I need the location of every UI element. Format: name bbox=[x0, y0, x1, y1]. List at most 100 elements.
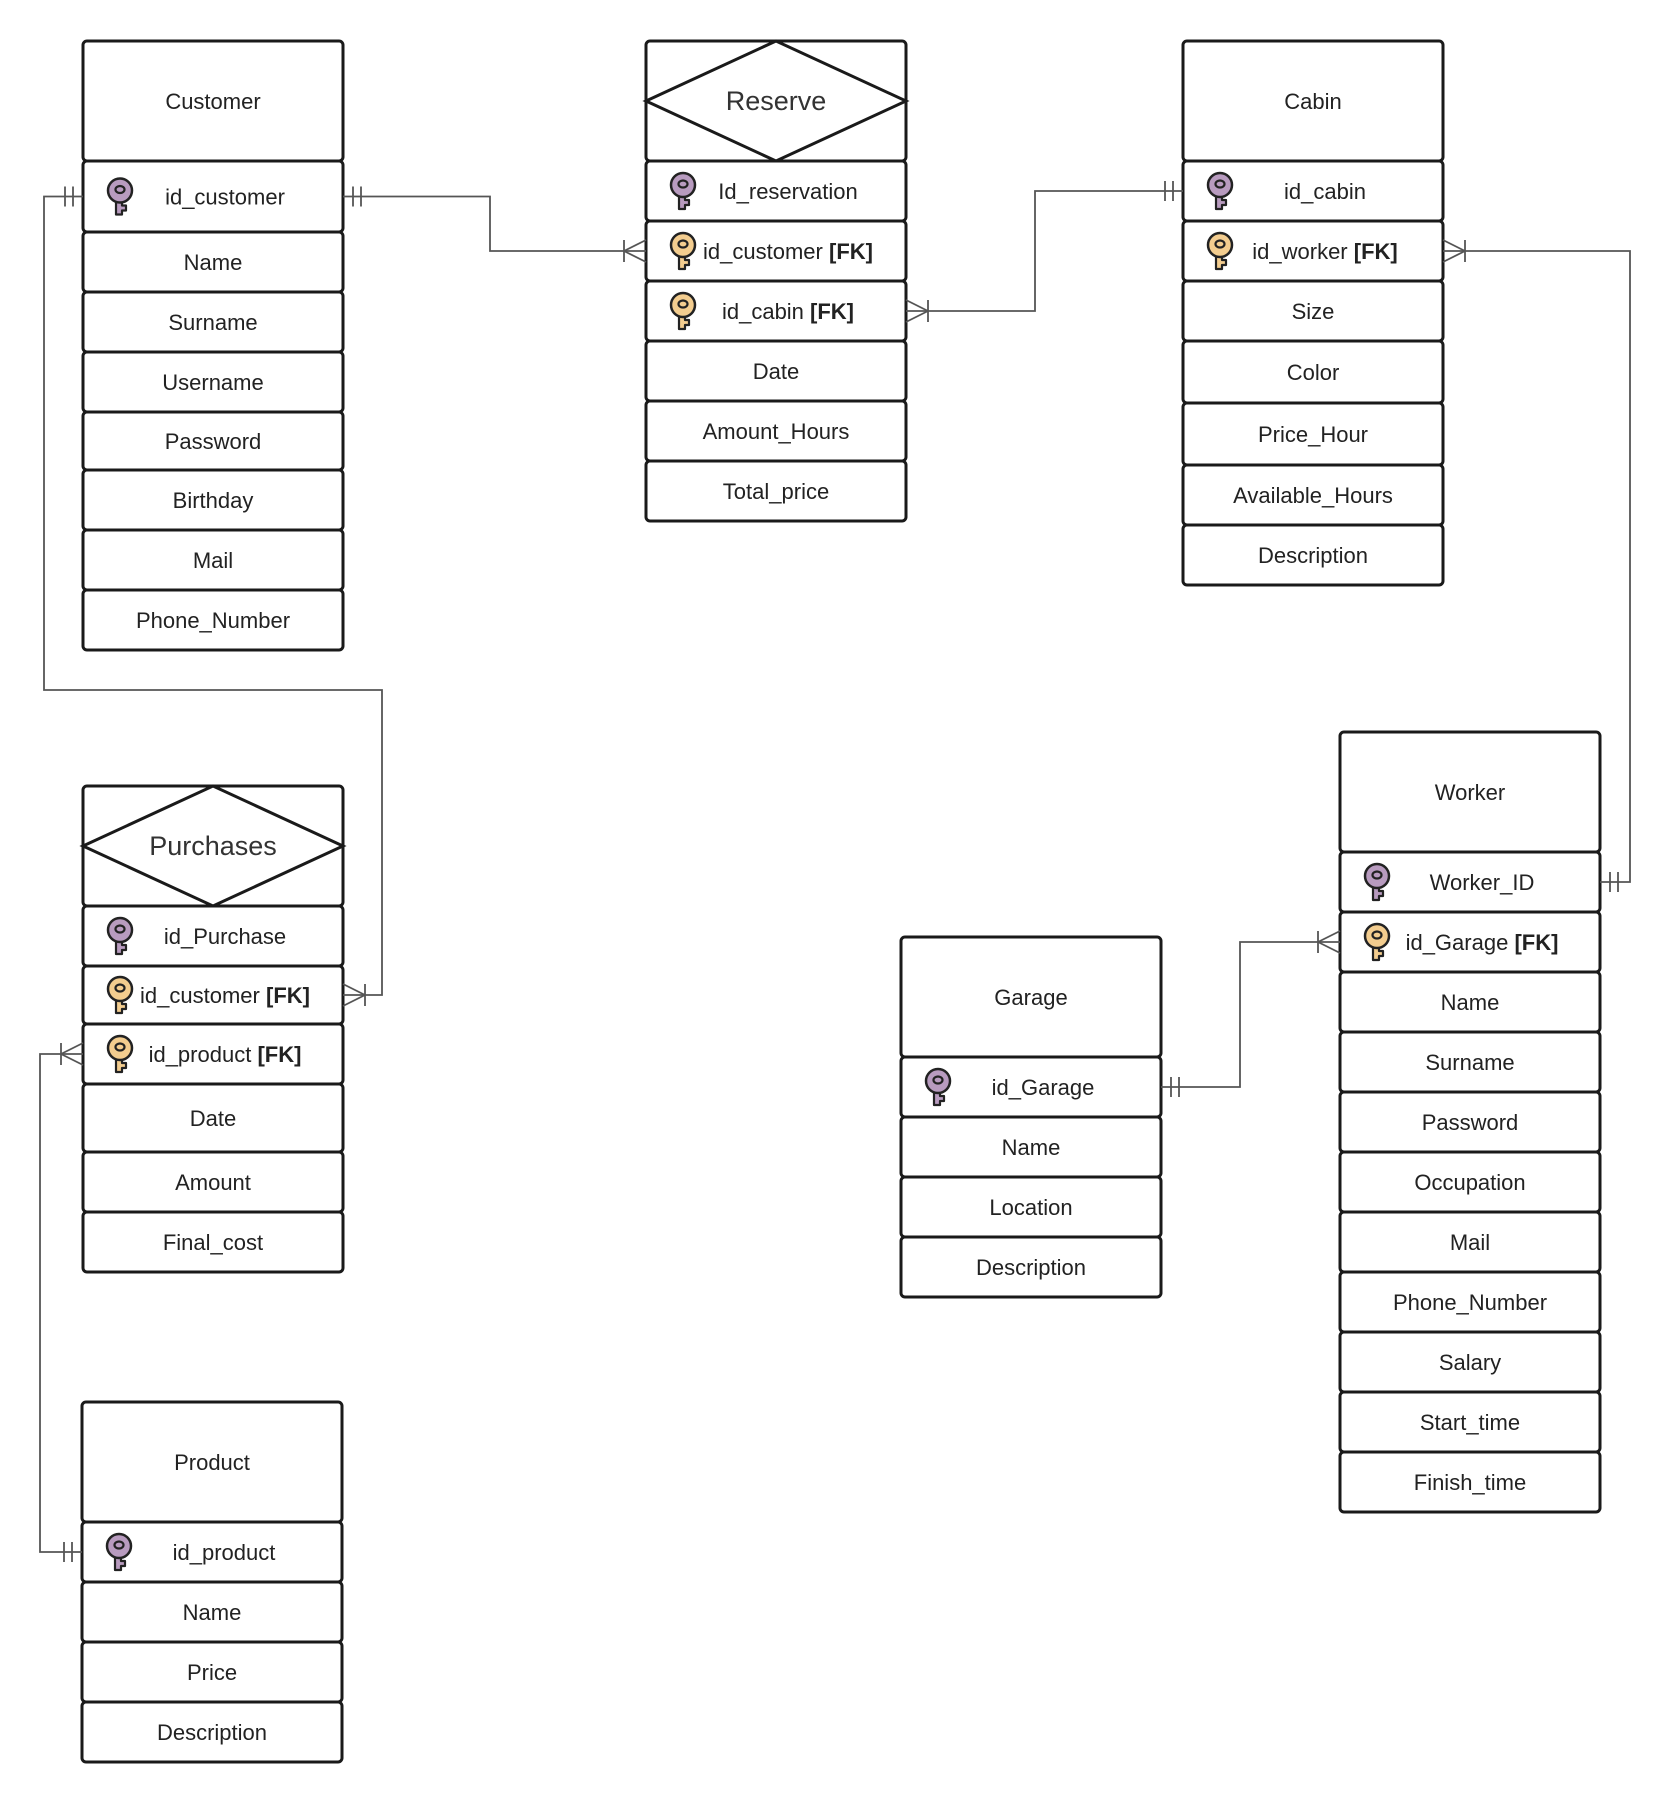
field-name: Available_Hours bbox=[1233, 483, 1393, 508]
fk-marker: [FK] bbox=[251, 1042, 301, 1067]
cabin-field-id-cabin[interactable]: id_cabin bbox=[1181, 159, 1445, 223]
customer-field-name[interactable]: Name bbox=[81, 230, 345, 294]
purchases-title: Purchases bbox=[149, 831, 277, 861]
worker-title: Worker bbox=[1435, 780, 1506, 805]
customer-field-password[interactable]: Password bbox=[81, 410, 345, 472]
reserve-field-amount-hours[interactable]: Amount_Hours bbox=[644, 399, 908, 463]
cabin-field-price-hour[interactable]: Price_Hour bbox=[1181, 401, 1445, 467]
field-name: Surname bbox=[1425, 1050, 1514, 1075]
relation-customer-purchases bbox=[43, 186, 383, 1007]
field-name: Description bbox=[1258, 543, 1368, 568]
customer-field-birthday[interactable]: Birthday bbox=[81, 468, 345, 532]
relation-product-purchases bbox=[39, 1042, 84, 1562]
cabin-field-available-hours[interactable]: Available_Hours bbox=[1181, 463, 1445, 527]
worker-field-occupation[interactable]: Occupation bbox=[1338, 1150, 1602, 1214]
customer-field-phone-number[interactable]: Phone_Number bbox=[81, 588, 345, 652]
product-title: Product bbox=[174, 1450, 250, 1475]
customer-field-id-customer[interactable]: id_customer bbox=[81, 159, 345, 234]
field-name: Total_price bbox=[723, 479, 829, 504]
foreign-key-icon bbox=[106, 1034, 134, 1074]
purchases-field-final-cost[interactable]: Final_cost bbox=[81, 1210, 345, 1274]
cabin-header: Cabin bbox=[1181, 39, 1445, 163]
worker-field-finish-time[interactable]: Finish_time bbox=[1338, 1450, 1602, 1514]
reserve-field-id-reservation[interactable]: Id_reservation bbox=[644, 159, 908, 223]
primary-key-icon bbox=[1206, 171, 1234, 211]
reserve-header: Reserve bbox=[642, 39, 910, 163]
field-name: Price_Hour bbox=[1258, 422, 1368, 447]
garage-field-description[interactable]: Description bbox=[899, 1235, 1163, 1299]
purchases-field-id-purchase[interactable]: id_Purchase bbox=[81, 904, 345, 968]
customer-field-surname[interactable]: Surname bbox=[81, 290, 345, 354]
worker-field-start-time[interactable]: Start_time bbox=[1338, 1390, 1602, 1454]
relation-customer-reserve bbox=[343, 186, 647, 263]
purchases-header: Purchases bbox=[79, 784, 347, 908]
field-name: Mail bbox=[1450, 1230, 1490, 1255]
foreign-key-icon bbox=[106, 975, 134, 1015]
garage-field-name[interactable]: Name bbox=[899, 1115, 1163, 1179]
fk-marker: [FK] bbox=[804, 299, 854, 324]
field-name: Description bbox=[976, 1255, 1086, 1280]
reserve-diamond bbox=[642, 39, 910, 163]
worker-field-name[interactable]: Name bbox=[1338, 970, 1602, 1034]
field-name: Name bbox=[1441, 990, 1500, 1015]
purchases-field-id-customer[interactable]: id_customer [FK] bbox=[81, 964, 345, 1026]
field-name: Amount bbox=[175, 1170, 251, 1195]
field-name: Mail bbox=[193, 548, 233, 573]
primary-key-icon bbox=[1363, 862, 1391, 902]
field-name: Name bbox=[183, 1600, 242, 1625]
purchases-diamond bbox=[79, 784, 347, 908]
product-field-id-product[interactable]: id_product bbox=[80, 1520, 344, 1584]
purchases-table[interactable]: Purchases id_Purchase id_customer [FK] id_p… bbox=[79, 784, 347, 1274]
worker-field-surname[interactable]: Surname bbox=[1338, 1030, 1602, 1094]
purchases-field-id-product[interactable]: id_product [FK] bbox=[81, 1022, 345, 1086]
worker-field-worker-id[interactable]: Worker_ID bbox=[1338, 850, 1602, 914]
reserve-field-total-price[interactable]: Total_price bbox=[644, 459, 908, 523]
field-name: Date bbox=[753, 359, 799, 384]
worker-field-mail[interactable]: Mail bbox=[1338, 1210, 1602, 1274]
field-name: Description bbox=[157, 1720, 267, 1745]
foreign-key-icon bbox=[669, 291, 697, 331]
reserve-field-id-cabin[interactable]: id_cabin [FK] bbox=[644, 279, 908, 343]
field-name: Name bbox=[184, 250, 243, 275]
field-name: id_cabin [FK] bbox=[722, 299, 854, 324]
customer-table[interactable]: Customer id_customerNameSurnameUsernamePa… bbox=[81, 39, 345, 652]
cabin-field-id-worker[interactable]: id_worker [FK] bbox=[1181, 219, 1445, 283]
cabin-field-description[interactable]: Description bbox=[1181, 523, 1445, 587]
product-field-description[interactable]: Description bbox=[80, 1700, 344, 1764]
fk-marker: [FK] bbox=[1348, 239, 1398, 264]
primary-key-icon bbox=[106, 916, 134, 956]
product-field-price[interactable]: Price bbox=[80, 1640, 344, 1704]
worker-field-password[interactable]: Password bbox=[1338, 1090, 1602, 1154]
worker-field-salary[interactable]: Salary bbox=[1338, 1330, 1602, 1394]
cabin-field-color[interactable]: Color bbox=[1181, 339, 1445, 405]
reserve-field-date[interactable]: Date bbox=[644, 339, 908, 403]
foreign-key-icon bbox=[669, 231, 697, 271]
cabin-field-size[interactable]: Size bbox=[1181, 279, 1445, 343]
garage-field-location[interactable]: Location bbox=[899, 1175, 1163, 1239]
garage-field-id-garage[interactable]: id_Garage bbox=[899, 1055, 1163, 1119]
customer-field-username[interactable]: Username bbox=[81, 350, 345, 414]
product-field-name[interactable]: Name bbox=[80, 1580, 344, 1644]
field-name: Password bbox=[1422, 1110, 1519, 1135]
field-name: Size bbox=[1292, 299, 1335, 324]
customer-header: Customer bbox=[81, 39, 345, 163]
reserve-field-id-customer[interactable]: id_customer [FK] bbox=[644, 219, 908, 283]
purchases-field-amount[interactable]: Amount bbox=[81, 1150, 345, 1214]
worker-field-phone-number[interactable]: Phone_Number bbox=[1338, 1270, 1602, 1334]
garage-title: Garage bbox=[994, 985, 1067, 1010]
field-name: id_customer [FK] bbox=[140, 983, 310, 1008]
customer-title: Customer bbox=[165, 89, 260, 114]
purchases-field-date[interactable]: Date bbox=[81, 1082, 345, 1154]
worker-field-id-garage[interactable]: id_Garage [FK] bbox=[1338, 910, 1602, 974]
garage-header: Garage bbox=[899, 935, 1163, 1059]
field-name: id_product bbox=[173, 1540, 276, 1565]
customer-field-mail[interactable]: Mail bbox=[81, 528, 345, 592]
field-name: id_customer bbox=[165, 185, 285, 210]
field-name: Occupation bbox=[1414, 1170, 1525, 1195]
relation-worker-cabin bbox=[1442, 239, 1631, 892]
